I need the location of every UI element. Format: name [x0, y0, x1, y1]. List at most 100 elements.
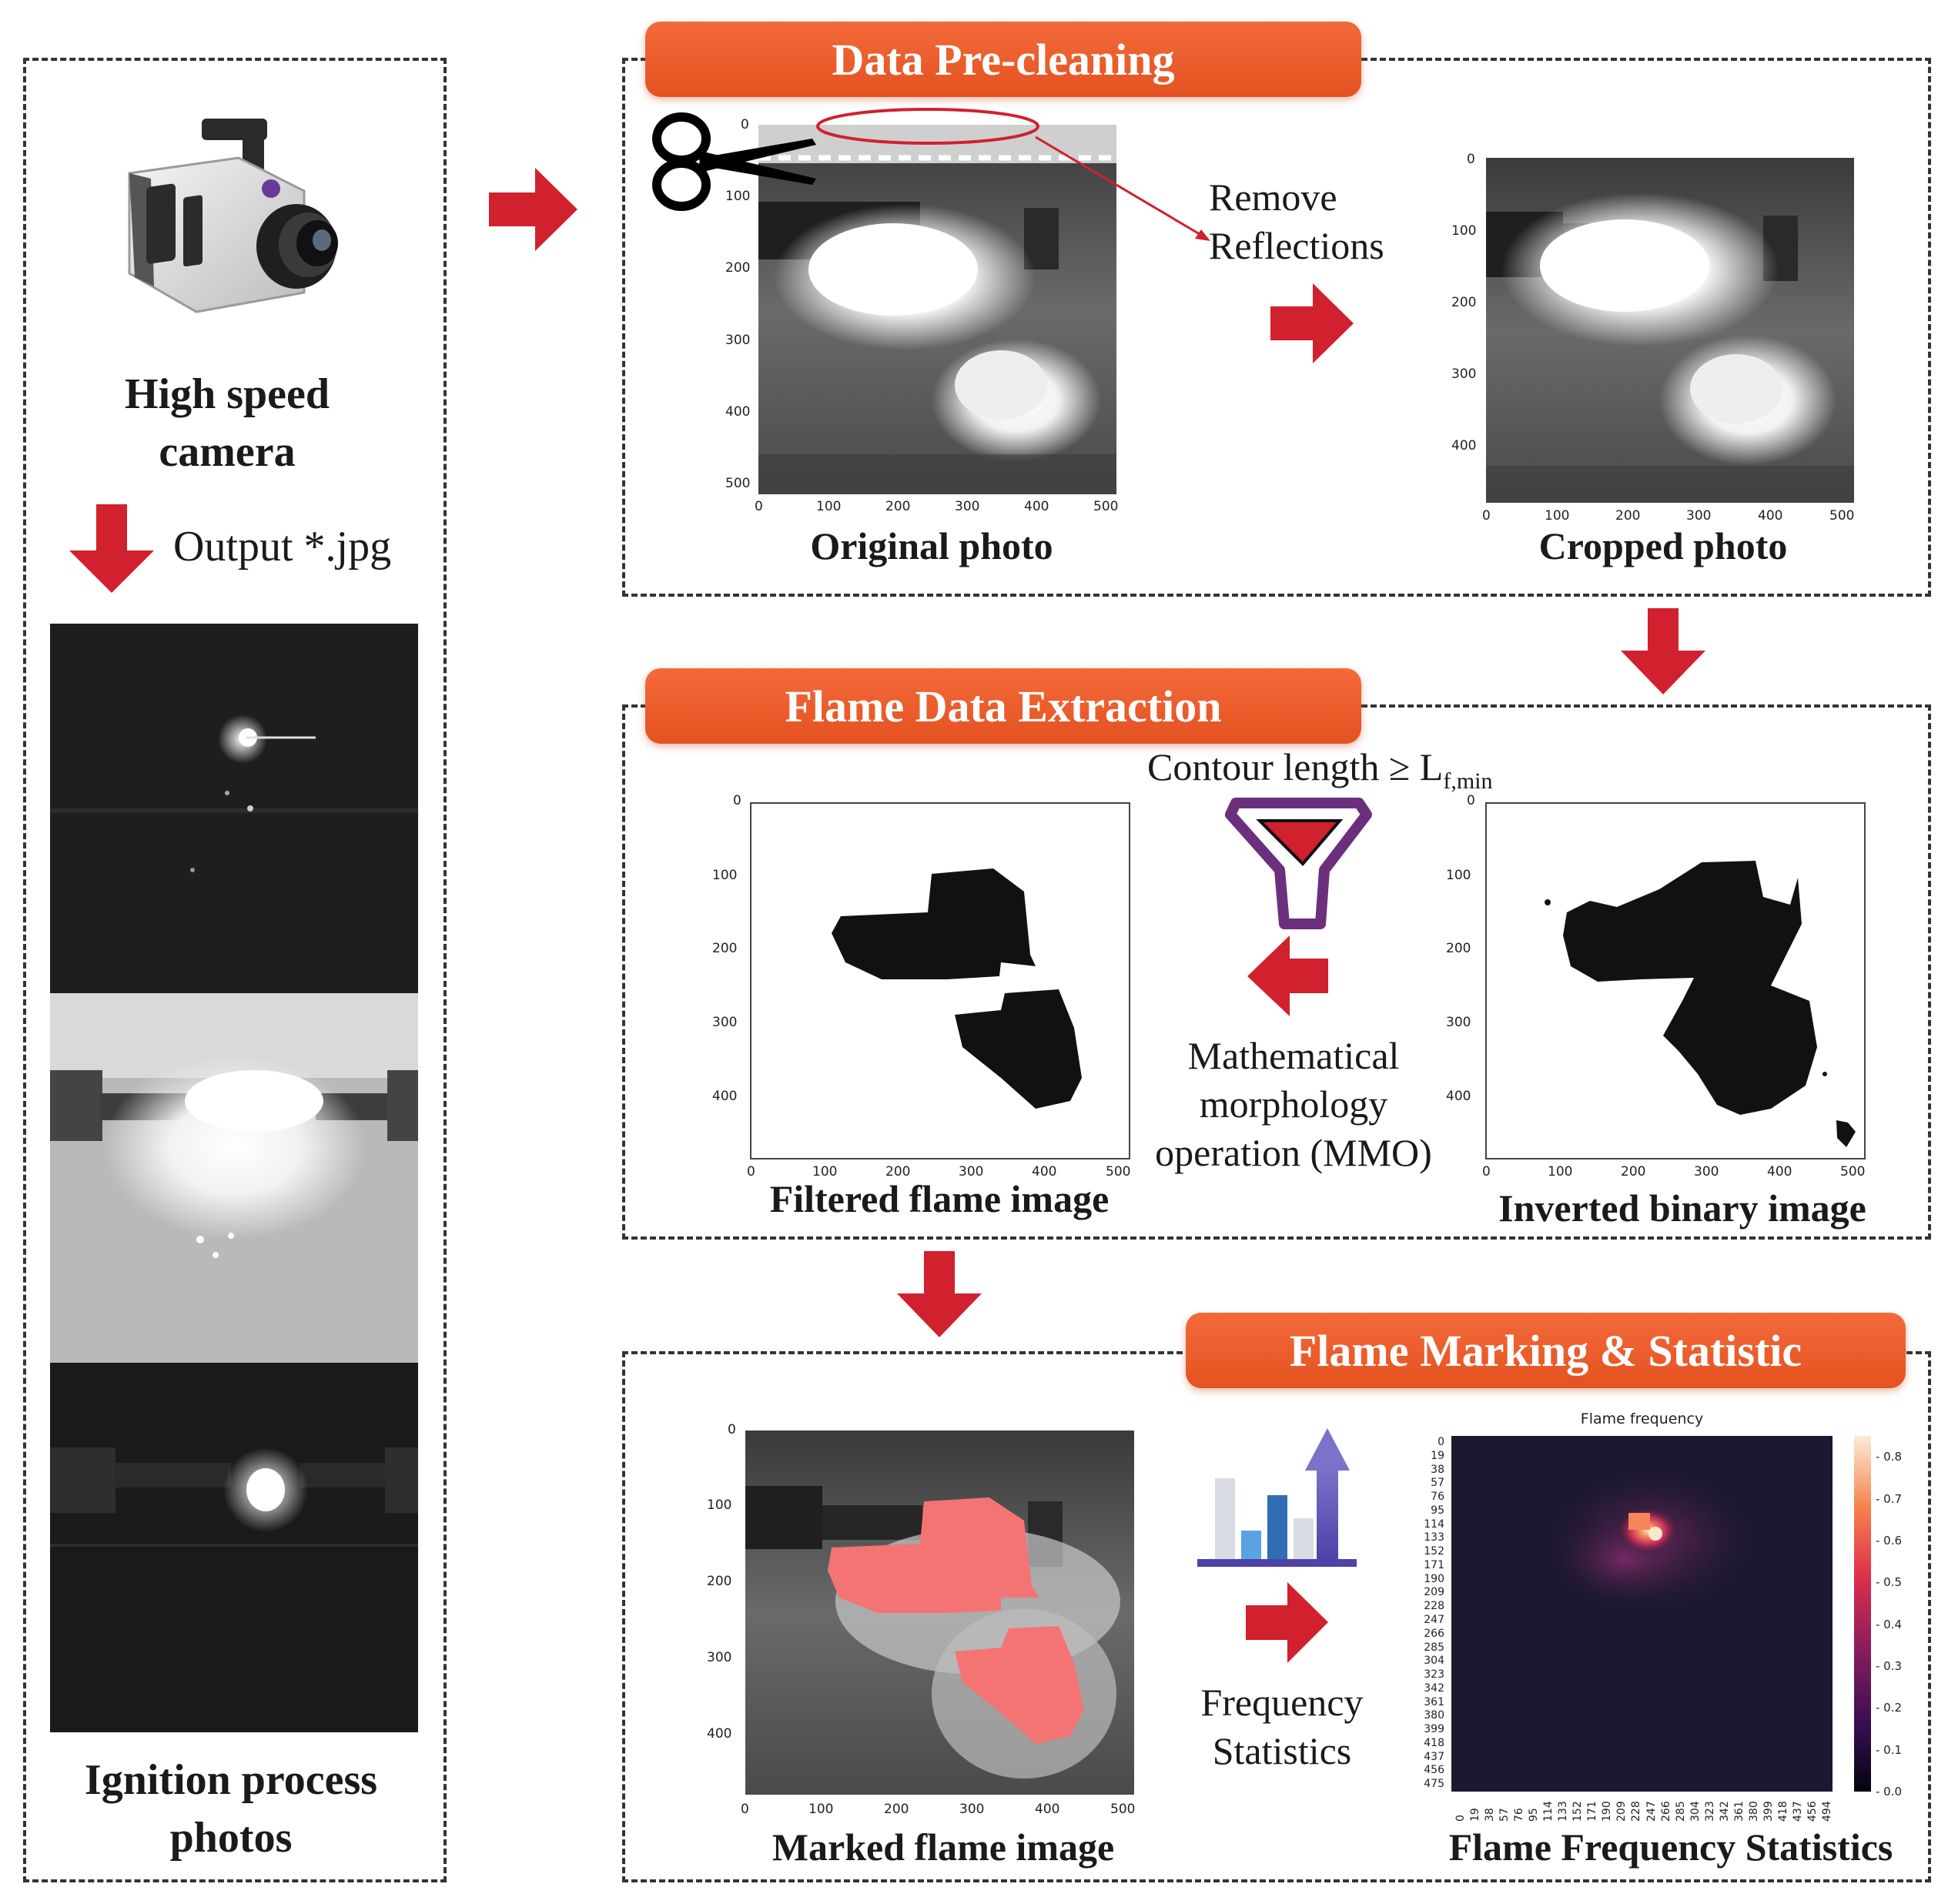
- colorbar-tick: - 0.4: [1876, 1617, 1903, 1631]
- heatmap-x-tick: 456: [1806, 1801, 1819, 1822]
- heatmap-y-tick: 437: [1424, 1750, 1444, 1763]
- colorbar-tick: - 0.6: [1876, 1533, 1903, 1548]
- colorbar: [1854, 1436, 1871, 1792]
- heatmap-y-tick: 228: [1424, 1600, 1444, 1613]
- heatmap-y-tick: 114: [1424, 1518, 1444, 1531]
- contour-label: Contour length ≥ Lf,min: [1147, 745, 1493, 794]
- mmo-line2: morphology: [1199, 1083, 1388, 1126]
- reflection-pointer: [1035, 136, 1208, 240]
- heatmap-y-tick: 152: [1424, 1545, 1444, 1558]
- heatmap-title: Flame frequency: [1580, 1410, 1704, 1427]
- heatmap-y-tick: 456: [1424, 1764, 1444, 1777]
- heatmap-x-tick: 95: [1528, 1808, 1541, 1822]
- colorbar-tick: - 0.7: [1876, 1491, 1903, 1506]
- down-arrow-output: [69, 504, 154, 593]
- heatmap-x-tick: 171: [1586, 1801, 1599, 1822]
- heatmap-y-tick: 95: [1431, 1504, 1444, 1517]
- heatmap-x-tick: 57: [1498, 1808, 1511, 1822]
- colorbar-tick: - 0.2: [1876, 1701, 1903, 1715]
- heatmap-x-tick: 342: [1718, 1801, 1731, 1822]
- heatmap-y-tick: 133: [1424, 1531, 1444, 1544]
- heatmap-y-tick: 19: [1431, 1449, 1444, 1462]
- marked-caption: Marked flame image: [772, 1825, 1115, 1869]
- heatmap-x-tick: 285: [1674, 1801, 1687, 1822]
- heatmap-x-tick: 323: [1703, 1801, 1716, 1822]
- colorbar-ticks: - 0.0- 0.1- 0.2- 0.3- 0.4- 0.5- 0.6- 0.7…: [1876, 1432, 1922, 1799]
- precleaning-title: Data Pre-cleaning: [645, 22, 1361, 97]
- heatmap-x-tick: 247: [1645, 1801, 1658, 1822]
- heatmap-y-tick: 171: [1424, 1558, 1444, 1571]
- heatmap-x-tick: 361: [1732, 1801, 1746, 1822]
- original-photo: [758, 125, 1116, 494]
- heatmap-x-tick: 399: [1762, 1801, 1775, 1822]
- heatmap-x-tick: 0: [1454, 1815, 1467, 1822]
- colorbar-tick: - 0.0: [1876, 1785, 1903, 1799]
- inverted-binary-shape: [1563, 861, 1817, 1115]
- high-speed-camera-icon: [128, 119, 338, 313]
- heatmap-y-tick: 418: [1424, 1736, 1444, 1749]
- down-arrow-to-extraction: [1621, 608, 1705, 694]
- heatmap-x-tick: 152: [1571, 1801, 1585, 1822]
- heatmap-x-tick: 494: [1820, 1801, 1833, 1822]
- extraction-title: Flame Data Extraction: [645, 668, 1361, 744]
- heatmap-y-tick: 0: [1438, 1436, 1444, 1448]
- heatmap-x-tick: 190: [1601, 1801, 1614, 1822]
- heatmap-x-tick: 380: [1747, 1801, 1760, 1822]
- photos-label-line2: photos: [169, 1814, 293, 1862]
- heatmap-x-tick: 228: [1630, 1801, 1643, 1822]
- heatmap-x-tick: 76: [1513, 1808, 1526, 1822]
- output-label: Output *.jpg: [173, 523, 392, 571]
- heatmap-x-tick: 209: [1615, 1801, 1628, 1822]
- heatmap-y-tick: 190: [1424, 1572, 1444, 1585]
- right-arrow-to-cropped: [1270, 283, 1354, 363]
- marked-flame-photo: [745, 1431, 1134, 1795]
- heatmap-x-tick: 418: [1776, 1801, 1789, 1822]
- right-arrow-to-precleaning: [489, 168, 577, 251]
- heatmap-y-tick: 380: [1424, 1709, 1444, 1722]
- heatmap-x-tick: 114: [1542, 1801, 1555, 1822]
- colorbar-tick: - 0.8: [1876, 1450, 1903, 1464]
- scissors-icon: [652, 112, 816, 211]
- heatmap-y-tick: 399: [1424, 1723, 1444, 1736]
- cropped-caption: Cropped photo: [1538, 524, 1788, 567]
- mmo-line3: operation (MMO): [1155, 1131, 1432, 1174]
- reflection-ellipse: [816, 108, 1039, 145]
- heatmap-x-tick: 19: [1469, 1808, 1482, 1822]
- heatmap-y-tick: 342: [1424, 1681, 1444, 1695]
- heatmap-y-tick: 38: [1431, 1463, 1444, 1476]
- filtered-caption: Filtered flame image: [769, 1177, 1110, 1220]
- heatmap-y-tick: 209: [1424, 1586, 1444, 1599]
- camera-label-line2: camera: [159, 428, 296, 476]
- marking-title: Flame Marking & Statistic: [1186, 1313, 1906, 1388]
- original-caption: Original photo: [810, 524, 1053, 567]
- heatmap-y-tick: 247: [1424, 1614, 1444, 1626]
- heatmap-x-tick: 304: [1689, 1801, 1702, 1822]
- heatmap-y-tick: 475: [1424, 1778, 1444, 1791]
- remove-label-line2: Reflections: [1209, 224, 1384, 267]
- heatmap-y-tick: 361: [1424, 1695, 1444, 1708]
- filtered-flame-shape: [832, 868, 1082, 1109]
- photos-label-line1: Ignition process: [84, 1756, 378, 1804]
- precleaning-panel-border: [622, 58, 1931, 597]
- inverted-binary-frame: [1485, 802, 1866, 1159]
- colorbar-tick: - 0.3: [1876, 1658, 1903, 1673]
- freq-line2: Statistics: [1212, 1729, 1352, 1772]
- heatmap-y-tick: 323: [1424, 1668, 1444, 1681]
- remove-label-line1: Remove: [1209, 176, 1337, 219]
- mmo-line1: Mathematical: [1187, 1034, 1400, 1077]
- stats-caption: Flame Frequency Statistics: [1448, 1825, 1893, 1869]
- cropped-photo: [1486, 158, 1854, 503]
- heatmap-y-tick: 285: [1424, 1641, 1444, 1654]
- heatmap-y-tick: 76: [1431, 1491, 1444, 1504]
- camera-label-line1: High speed: [124, 370, 330, 418]
- heatmap-x-tick: 133: [1557, 1801, 1570, 1822]
- down-arrow-to-marking: [897, 1251, 982, 1337]
- right-arrow-frequency: [1246, 1582, 1328, 1663]
- flame-frequency-heatmap: [1451, 1436, 1871, 1792]
- heatmap-x-tick: 38: [1484, 1808, 1497, 1822]
- heatmap-y-tick: 304: [1424, 1655, 1444, 1668]
- funnel-filter-icon: [1225, 798, 1372, 929]
